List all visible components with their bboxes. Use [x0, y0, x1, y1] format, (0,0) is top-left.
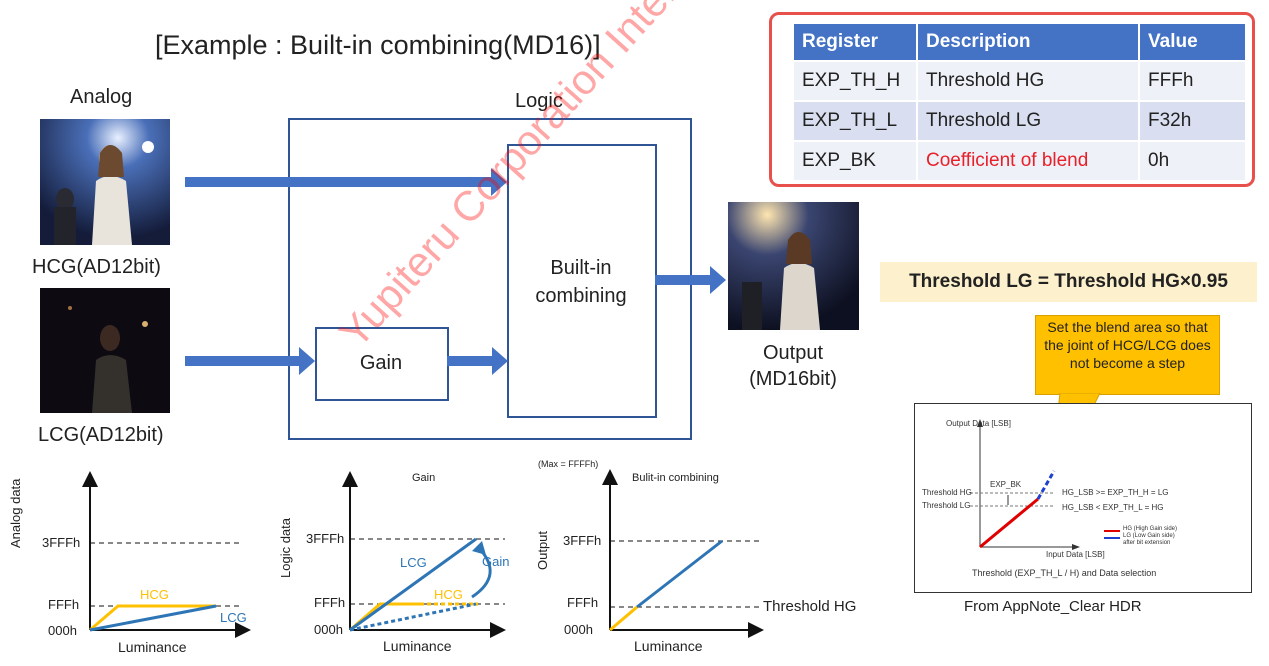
analog-label: Analog	[70, 86, 133, 108]
analog-tick-000: 000h	[48, 623, 77, 638]
description-cell: Coefficient of blend	[918, 142, 1138, 180]
blend-callout: Set the blend area so that the joint of …	[1035, 315, 1220, 395]
output-photo	[728, 202, 859, 330]
register-table-highlight	[769, 12, 1255, 187]
logic-tick-000: 000h	[314, 622, 343, 637]
threshold-formula: Threshold LG = Threshold HG×0.95	[880, 262, 1257, 302]
header-description: Description	[918, 24, 1138, 60]
logic-tick-fff: FFFh	[314, 595, 346, 610]
output-label: Output (MD16bit)	[749, 342, 837, 390]
output-graph	[602, 469, 764, 638]
analog-xlabel: Luminance	[118, 639, 187, 655]
register-cell: EXP_TH_L	[794, 102, 916, 140]
builtin-label: Built-in combining	[535, 257, 627, 307]
analog-tick-3fff: 3FFFh	[42, 535, 81, 550]
page-title: [Example : Built-in combining(MD16)]	[155, 30, 601, 60]
logic-gain-label: Gain	[482, 554, 510, 569]
appnote-expbk: EXP_BK	[990, 480, 1022, 489]
table-row: EXP_BK Coefficient of blend 0h	[794, 142, 1245, 180]
value-cell: F32h	[1140, 102, 1245, 140]
output-title: Bulit-in combining	[632, 472, 719, 484]
logic-lcg-label: LCG	[400, 555, 427, 570]
logic-xlabel: Luminance	[383, 638, 452, 654]
output-ylabel: Output	[535, 530, 550, 570]
threshold-hg-label: Threshold HG	[763, 598, 857, 615]
output-tick-000: 000h	[564, 622, 593, 637]
appnote-th-hg: Threshold HG	[922, 488, 972, 497]
analog-lcg-label: LCG	[220, 610, 247, 625]
analog-graph	[82, 471, 251, 638]
logic-hcg-label: HCG	[434, 587, 463, 602]
register-cell: EXP_TH_H	[794, 62, 916, 100]
header-register: Register	[794, 24, 916, 60]
appnote-legend-hg: HG (High Gain side)	[1123, 526, 1178, 532]
appnote-legend-lg2: after bit extension	[1123, 540, 1171, 546]
appnote-x-label: Input Data [LSB]	[1046, 550, 1105, 559]
logic-ylabel: Logic data	[278, 518, 293, 578]
analog-hcg-label: HCG	[140, 587, 169, 602]
header-value: Value	[1140, 24, 1245, 60]
appnote-cond-hg: HG_LSB >= EXP_TH_H = LG	[1062, 488, 1169, 497]
logic-tick-3fff: 3FFFh	[306, 531, 345, 546]
appnote-cond-lg: HG_LSB < EXP_TH_L = HG	[1062, 503, 1164, 512]
appnote-chart	[914, 403, 1252, 593]
appnote-th-lg: Threshold LG	[922, 501, 971, 510]
gain-block	[315, 327, 449, 401]
output-tick-3fff: 3FFFh	[563, 533, 602, 548]
appnote-source: From AppNote_Clear HDR	[964, 598, 1142, 615]
table-row: EXP_TH_H Threshold HG FFFh	[794, 62, 1245, 100]
value-cell: FFFh	[1140, 62, 1245, 100]
table-row: EXP_TH_L Threshold LG F32h	[794, 102, 1245, 140]
analog-tick-fff: FFFh	[48, 597, 80, 612]
appnote-y-label: Output Data [LSB]	[946, 419, 1011, 428]
hcg-photo	[40, 119, 170, 245]
table-header-row: Register Description Value	[794, 24, 1245, 60]
appnote-caption: Threshold (EXP_TH_L / H) and Data select…	[972, 568, 1157, 578]
description-cell: Threshold LG	[918, 102, 1138, 140]
output-tick-fff: FFFh	[567, 595, 599, 610]
builtin-block	[507, 144, 657, 418]
logic-title: Gain	[412, 472, 436, 484]
bottom-graphs	[82, 469, 764, 638]
description-cell: Threshold HG	[918, 62, 1138, 100]
gain-label: Gain	[359, 352, 403, 374]
logic-graph	[342, 471, 506, 638]
analog-ylabel: Analog data	[8, 478, 23, 548]
lcg-label: LCG(AD12bit)	[38, 424, 164, 446]
register-cell: EXP_BK	[794, 142, 916, 180]
lcg-photo	[40, 288, 170, 413]
output-xlabel: Luminance	[634, 638, 703, 654]
output-max-label: (Max = FFFFh)	[538, 459, 599, 469]
value-cell: 0h	[1140, 142, 1245, 180]
appnote-graph	[970, 419, 1120, 550]
hcg-label: HCG(AD12bit)	[32, 256, 161, 278]
logic-label: Logic	[515, 90, 563, 112]
appnote-legend-lg: LG (Low Gain side)	[1123, 533, 1175, 539]
register-table: Register Description Value EXP_TH_H Thre…	[792, 22, 1247, 182]
